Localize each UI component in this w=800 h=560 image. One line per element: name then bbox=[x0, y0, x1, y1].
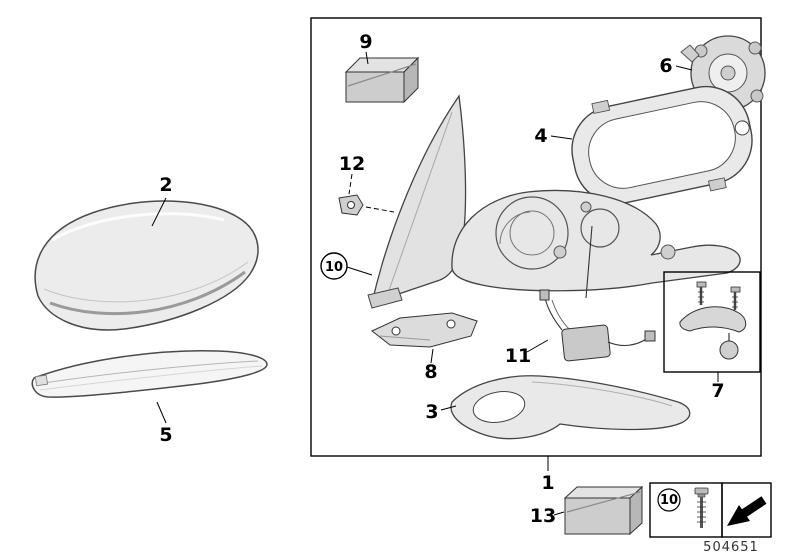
drawing-number: 504651 bbox=[703, 540, 759, 555]
foam-pad-box-drawing bbox=[344, 56, 420, 104]
leader-lines bbox=[151, 51, 719, 516]
lower-bracket-drawing bbox=[371, 312, 478, 348]
housing-assembly-drawing bbox=[451, 189, 741, 299]
diagram-frame bbox=[310, 17, 762, 457]
callout-3[interactable]: 3 bbox=[425, 401, 438, 423]
harness-drawing bbox=[539, 289, 656, 362]
screw-icon bbox=[696, 281, 707, 305]
clip-drawing bbox=[338, 194, 395, 216]
hardware-subbox bbox=[663, 271, 761, 373]
callout-8[interactable]: 8 bbox=[424, 361, 437, 383]
legend-screw-box[interactable]: 10 bbox=[649, 482, 723, 538]
callout-7[interactable]: 7 bbox=[711, 380, 724, 402]
continuation-arrow-icon bbox=[727, 496, 767, 526]
turn-signal-drawing bbox=[31, 350, 268, 398]
legend-arrow-box[interactable] bbox=[721, 482, 772, 538]
callout-9[interactable]: 9 bbox=[359, 31, 372, 53]
hardware-kit-drawing bbox=[663, 271, 761, 373]
screw-icon bbox=[694, 487, 709, 528]
glass-carrier-drawing bbox=[571, 85, 753, 205]
callout-10-label: 10 bbox=[325, 260, 343, 275]
callout-5[interactable]: 5 bbox=[159, 424, 172, 446]
callout-12[interactable]: 12 bbox=[339, 153, 365, 175]
lower-trim-drawing bbox=[450, 375, 691, 440]
callout-13[interactable]: 13 bbox=[530, 505, 556, 527]
mirror-base-drawing bbox=[367, 94, 467, 309]
callout-10-circled[interactable]: 10 bbox=[320, 252, 348, 280]
screw-icon bbox=[730, 286, 741, 310]
callout-1[interactable]: 1 bbox=[541, 472, 554, 494]
callout-6[interactable]: 6 bbox=[659, 55, 672, 77]
mirror-cap-drawing bbox=[34, 200, 259, 331]
callout-4[interactable]: 4 bbox=[534, 125, 547, 147]
callout-11[interactable]: 11 bbox=[505, 345, 531, 367]
foam-pad-box13-drawing bbox=[563, 485, 644, 536]
legend-screw-label: 10 bbox=[660, 493, 678, 508]
callout-2[interactable]: 2 bbox=[159, 174, 172, 196]
